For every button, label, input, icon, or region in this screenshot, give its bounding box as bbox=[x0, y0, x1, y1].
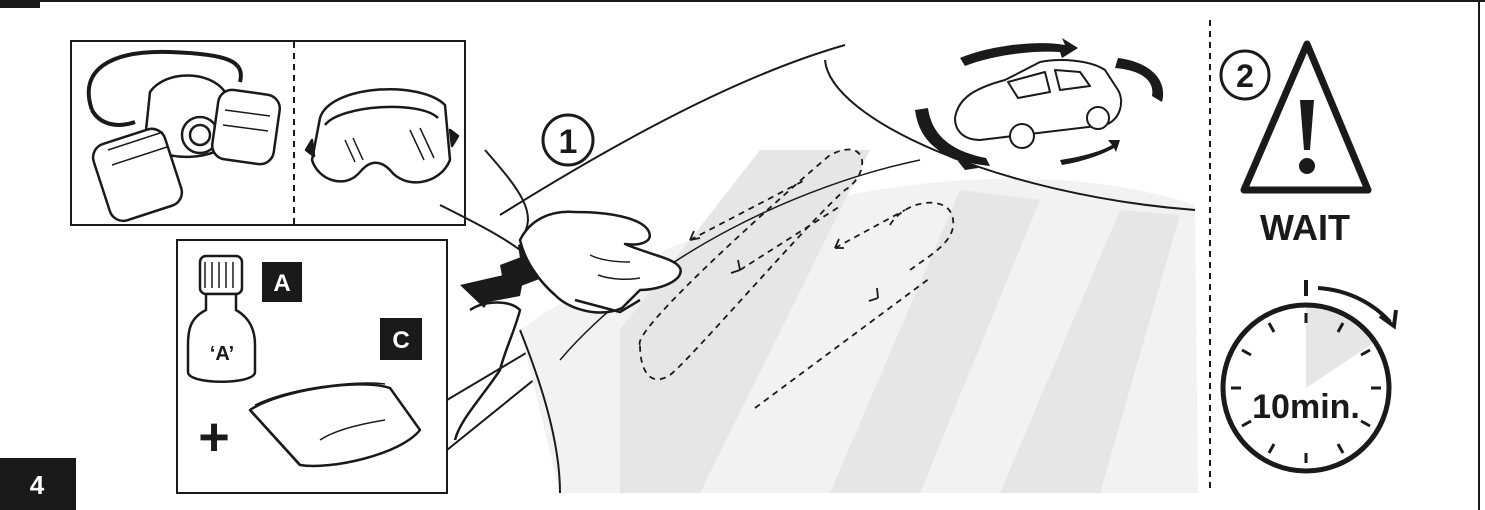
timer-icon: 10min. bbox=[1220, 280, 1398, 474]
car-rotation-icon bbox=[915, 38, 1164, 170]
product-a-label-box bbox=[262, 262, 302, 302]
step-number: 4 bbox=[30, 470, 45, 500]
ppe-panel bbox=[70, 40, 466, 226]
wait-section: 2 WAIT bbox=[1219, 40, 1398, 474]
goggles-icon bbox=[304, 88, 460, 184]
step-number-badge: 4 bbox=[0, 458, 76, 510]
supplies-panel: ‘A’ A C + bbox=[176, 239, 599, 494]
warning-triangle-icon bbox=[1240, 40, 1372, 194]
step2-marker: 2 bbox=[1236, 58, 1254, 94]
product-a-label: A bbox=[273, 270, 290, 297]
wipe-arrows bbox=[689, 230, 879, 302]
respirator-icon bbox=[86, 49, 282, 223]
timer-label: 10min. bbox=[1252, 388, 1360, 426]
cloth-icon bbox=[248, 382, 422, 468]
bottle-label: ‘A’ bbox=[210, 343, 234, 365]
gloved-hand-icon bbox=[453, 210, 682, 441]
wipe-path bbox=[639, 148, 955, 409]
cloth-c-label-box bbox=[380, 318, 422, 360]
bottle-icon: ‘A’ bbox=[186, 254, 257, 383]
step1-marker: 1 bbox=[559, 123, 578, 161]
cloth-c-label: C bbox=[392, 327, 409, 354]
wait-label: WAIT bbox=[1260, 207, 1350, 248]
plus-sign: + bbox=[198, 407, 230, 467]
hood-illustration: 1 bbox=[439, 44, 1198, 494]
